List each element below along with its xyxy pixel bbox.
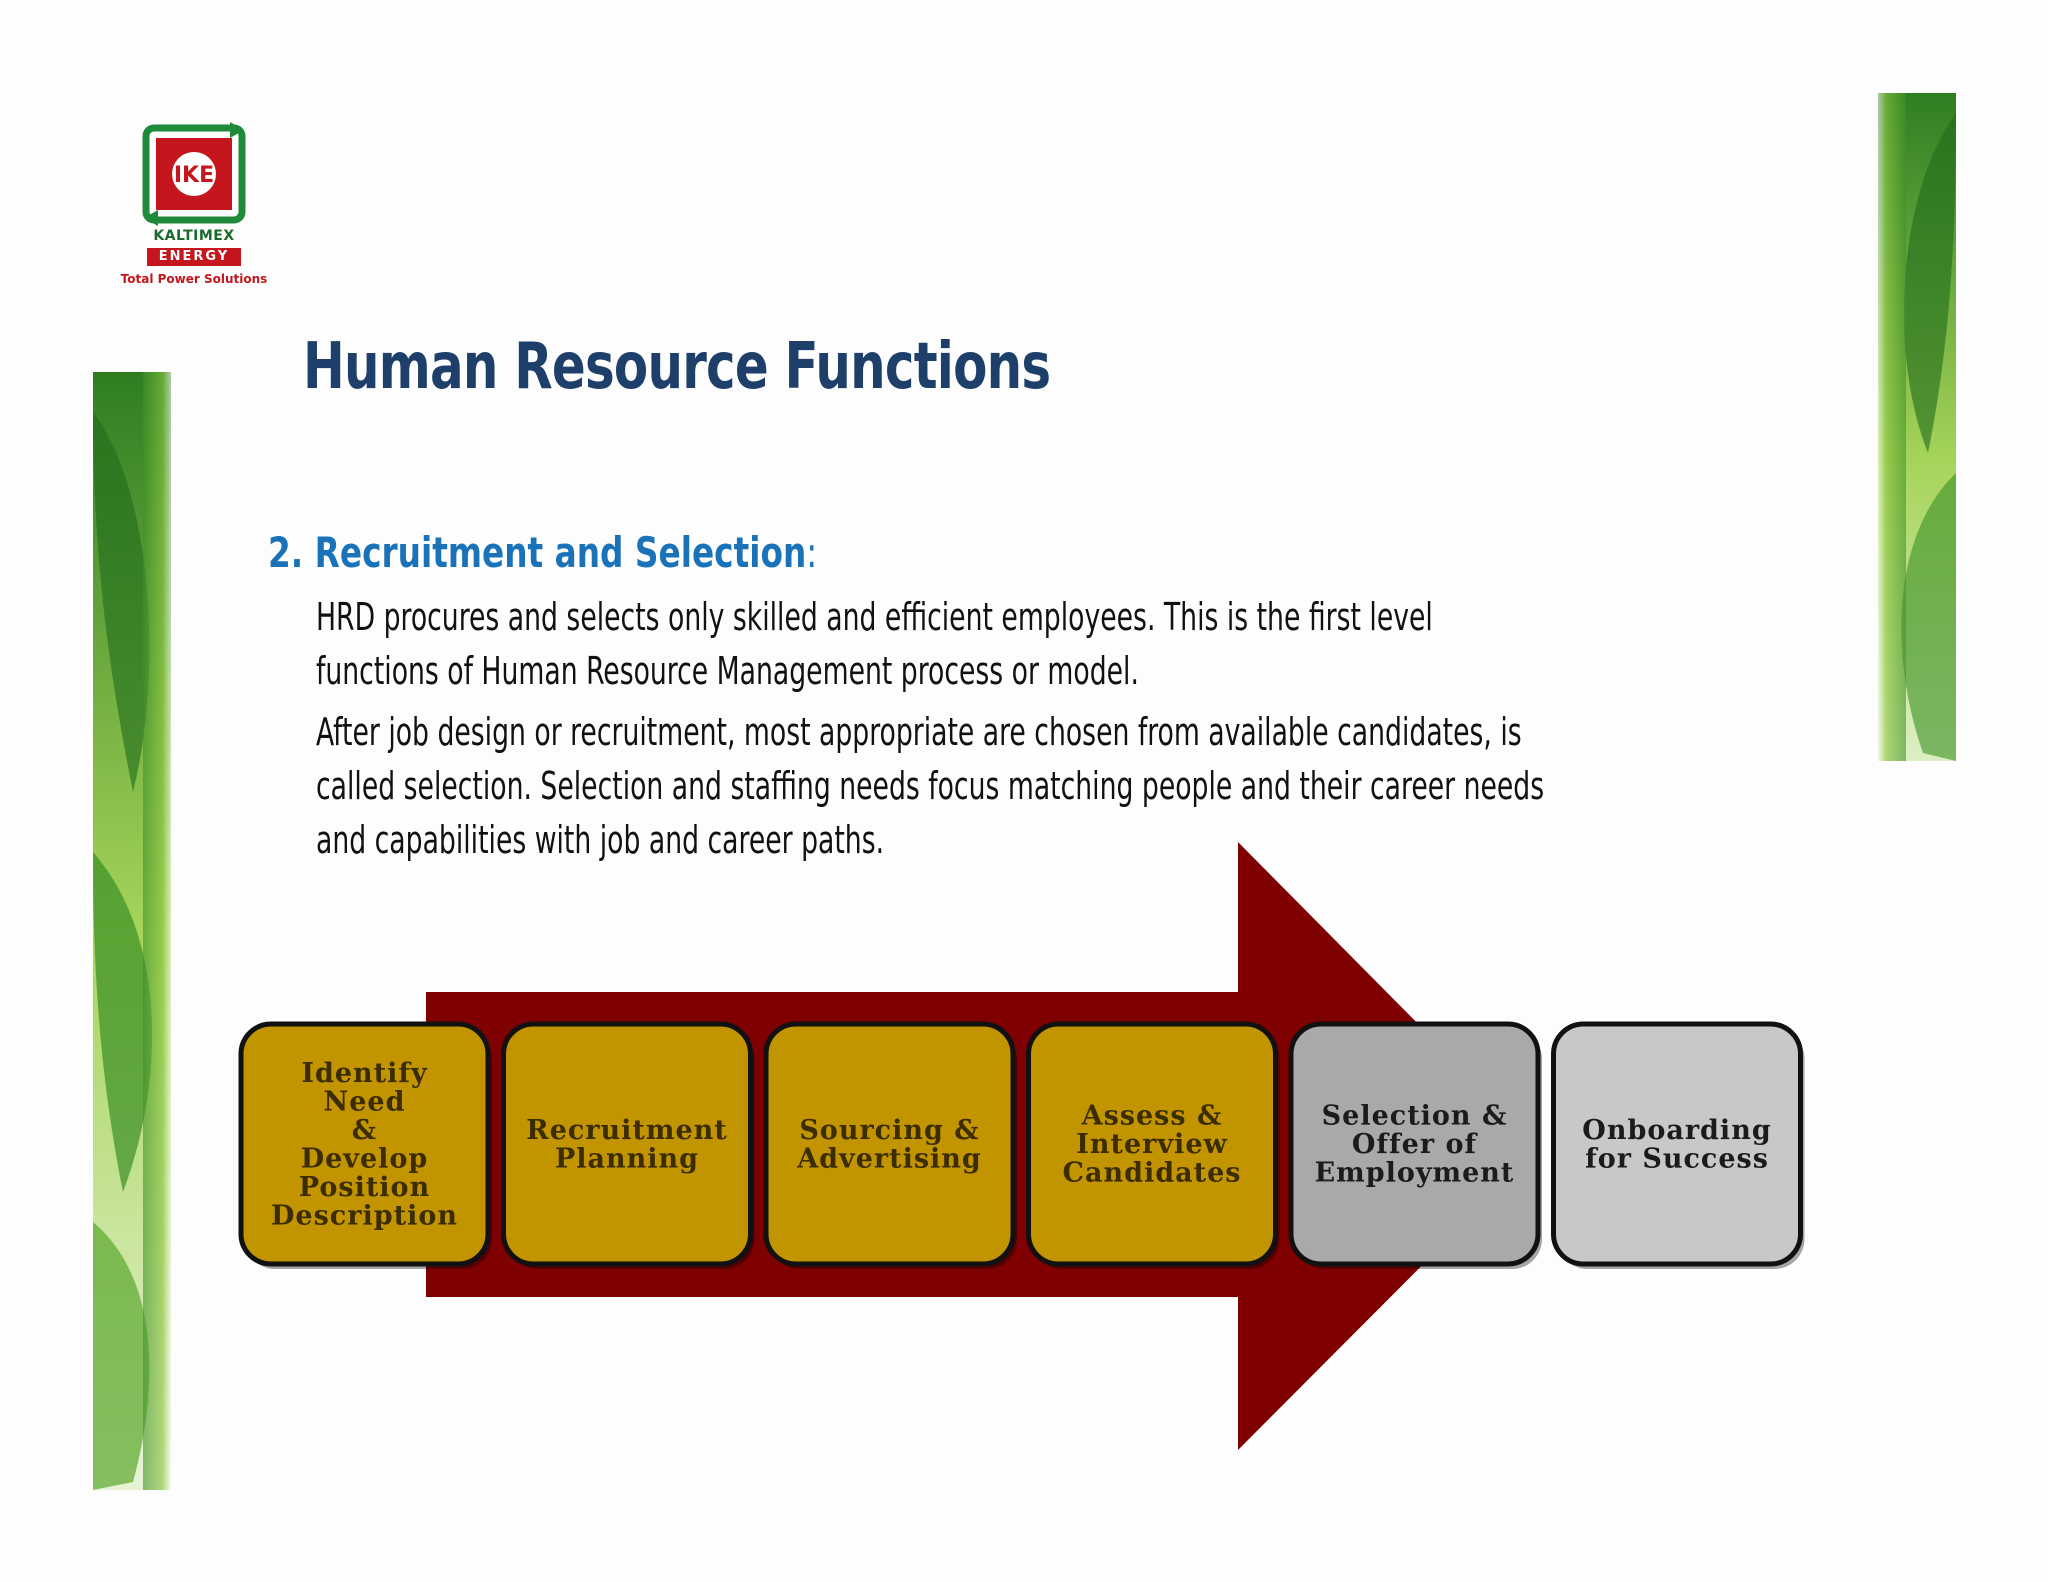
process-step-label-line: Candidates bbox=[1063, 1158, 1242, 1189]
process-step-label-line: Advertising bbox=[796, 1143, 982, 1174]
process-step-label-line: Interview bbox=[1076, 1129, 1228, 1160]
process-step-label-line: Recruitment bbox=[526, 1115, 728, 1146]
process-step-label-line: Assess & bbox=[1081, 1101, 1223, 1132]
process-step-box bbox=[1288, 1021, 1541, 1267]
process-step-label-line: & bbox=[352, 1115, 377, 1146]
logo-tagline: Total Power Solutions bbox=[120, 272, 268, 286]
logo-emblem-icon: IKE bbox=[142, 122, 246, 226]
body-paragraph-1: HRD procures and selects only skilled an… bbox=[316, 595, 1433, 693]
body-paragraph-2: After job design or recruitment, most ap… bbox=[316, 710, 1545, 862]
right-leaf-decoration bbox=[1878, 93, 1956, 761]
process-step-box bbox=[1551, 1021, 1803, 1267]
process-step-label-line: Selection & bbox=[1322, 1101, 1508, 1132]
process-step-label-line: Sourcing & bbox=[799, 1115, 979, 1146]
process-step-label-line: Identify bbox=[301, 1058, 428, 1089]
company-logo: IKE KALTIMEX ENERGY Total Power Solution… bbox=[112, 120, 276, 300]
process-step-label-line: Onboarding bbox=[1582, 1115, 1771, 1146]
logo-brand-name: KALTIMEX bbox=[153, 228, 235, 244]
page-title: Human Resource Functions bbox=[303, 330, 1051, 404]
process-step-box bbox=[501, 1021, 753, 1267]
section-heading-text: 2. Recruitment and Selection bbox=[268, 528, 807, 577]
section-heading-colon: : bbox=[806, 528, 818, 577]
process-step-label-line: for Success bbox=[1585, 1143, 1769, 1174]
process-step-label-line: Planning bbox=[555, 1143, 699, 1174]
process-step-box bbox=[238, 1021, 491, 1267]
process-step-label-line: Employment bbox=[1315, 1158, 1515, 1189]
section-heading: 2. Recruitment and Selection: bbox=[268, 528, 817, 577]
process-step-label-line: Need bbox=[324, 1086, 406, 1117]
process-step-label-line: Description bbox=[271, 1200, 458, 1231]
process-step-3: Sourcing &Advertising bbox=[763, 1021, 1017, 1269]
process-step-box bbox=[1026, 1021, 1278, 1267]
svg-text:IKE: IKE bbox=[174, 163, 214, 188]
process-step-label-line: Develop bbox=[301, 1143, 429, 1174]
process-step-label-line: Offer of bbox=[1352, 1129, 1479, 1160]
process-step-box bbox=[763, 1021, 1016, 1267]
process-steps: IdentifyNeed&DevelopPositionDescriptionR… bbox=[238, 1021, 1805, 1269]
logo-brand-sub: ENERGY bbox=[147, 248, 241, 266]
process-step-label-line: Position bbox=[299, 1172, 430, 1203]
left-leaf-decoration bbox=[93, 372, 171, 1490]
